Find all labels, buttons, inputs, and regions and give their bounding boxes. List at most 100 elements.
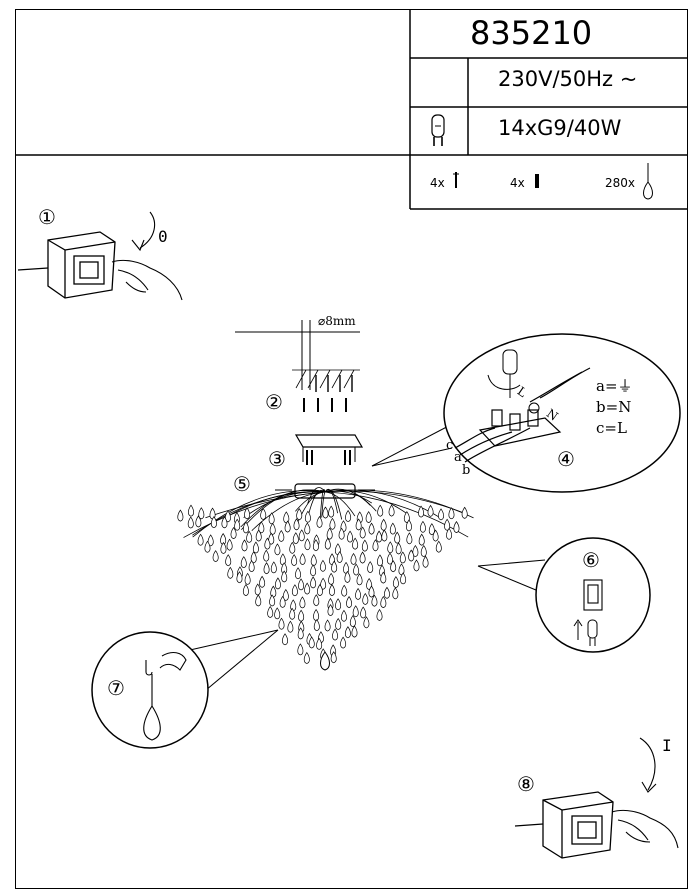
- crystal-drop: [418, 533, 425, 546]
- crystal-drop: [316, 584, 323, 596]
- crystal-drop: [274, 607, 281, 620]
- crystal-drop: [225, 554, 232, 567]
- crystal-drop: [327, 604, 334, 617]
- crystal-drop: [335, 598, 342, 611]
- step-2-number: ②: [265, 390, 283, 414]
- hand-icon: [611, 809, 679, 849]
- crystal-drop: [352, 605, 359, 618]
- crystal-drop: [438, 508, 444, 521]
- crystal-drop: [255, 594, 262, 607]
- crystal-drop: [260, 507, 267, 520]
- crystal-drop: [295, 567, 302, 580]
- crystal-drop: [356, 573, 363, 586]
- crystal-drop: [304, 538, 311, 551]
- crystal-drop: [355, 587, 362, 600]
- wall-plug-icon: [535, 174, 539, 188]
- crystal-drop: [332, 628, 339, 641]
- crystal-drop: [346, 596, 353, 608]
- wall-plug-qty: 4x: [510, 176, 525, 190]
- voltage-spec: 230V/50Hz ~: [498, 67, 638, 91]
- crystal-drop: [230, 526, 237, 539]
- crystal-drop: [400, 572, 407, 585]
- crystal-drop: [304, 510, 311, 523]
- crystal-drop: [351, 625, 358, 638]
- crystal-drop: [345, 509, 352, 522]
- crystal-drop: [270, 561, 277, 574]
- crystal-drop: [377, 504, 384, 517]
- crystal-drop: [188, 504, 194, 517]
- chandelier-arm: [192, 490, 326, 538]
- crystal-drop: [406, 532, 413, 545]
- crystal-drop: [399, 551, 406, 564]
- crystal-drop: [453, 521, 460, 533]
- crystal-drop: [372, 539, 379, 552]
- article-number: 835210: [470, 14, 593, 52]
- crystal-drop: [390, 560, 397, 573]
- crystal-drop: [380, 571, 387, 584]
- crystal-drop: [376, 608, 383, 621]
- crystal-drop: [258, 521, 265, 534]
- crystal-drop: [198, 507, 205, 520]
- instruction-sheet-frame: [15, 9, 688, 889]
- step-1-number: ①: [38, 205, 56, 229]
- chandelier-arm: [307, 487, 326, 504]
- crystal-drop: [304, 582, 311, 595]
- crystal-drop: [221, 516, 228, 529]
- crystal-drop: [361, 539, 368, 552]
- crystal-drop: [392, 576, 399, 589]
- switch-on-label: I: [662, 736, 672, 755]
- crystal-drop: [242, 521, 249, 534]
- wire-label-b: b: [462, 463, 471, 478]
- crystal-hang-icon: [143, 651, 187, 741]
- switch-off-label: 0: [158, 227, 168, 246]
- crystal-drop: [284, 520, 291, 533]
- crystal-drop: [269, 522, 276, 535]
- crystal-drop: [274, 543, 281, 556]
- crystal-drop: [255, 529, 262, 542]
- drill-diameter-label: ⌀8mm: [318, 314, 356, 328]
- crystal-drop: [435, 540, 442, 553]
- crystal-drop: [313, 619, 320, 632]
- crystal-drop: [350, 552, 357, 565]
- step-7-number: ⑦: [107, 676, 125, 700]
- crystal-drop: [340, 636, 347, 649]
- wiring-legend: a=⏚ b=N c=L: [596, 376, 633, 439]
- chandelier-arm: [241, 489, 326, 530]
- crystal-drop: [291, 584, 298, 597]
- crystal-drop: [376, 554, 383, 567]
- crystal-drop: [446, 527, 453, 540]
- chandelier-arm: [319, 489, 326, 523]
- crystal-drop: [242, 583, 249, 596]
- crystal-drop: [398, 563, 405, 576]
- crystal-drop: [220, 541, 227, 554]
- crystal-drop: [227, 566, 234, 579]
- step-5-number: ⑤: [233, 472, 251, 496]
- crystal-drop: [259, 575, 266, 588]
- crystal-drop: [340, 609, 347, 622]
- crystal-drop: [204, 540, 211, 553]
- crystal-drop: [366, 577, 373, 590]
- wall-plugs-row: [303, 398, 347, 412]
- crystal-drop: [383, 586, 390, 599]
- step-4-number: ④: [557, 447, 575, 471]
- crystal-drop: [234, 518, 241, 531]
- wire-label-a: a: [454, 450, 462, 465]
- crystal-drop: [263, 562, 270, 575]
- crystal-drop: [298, 578, 305, 591]
- crystal-drop: [299, 596, 306, 609]
- crystal-drop: [432, 529, 439, 542]
- crystal-drop: [368, 522, 375, 535]
- crystal-drop: [310, 576, 317, 589]
- crystal-drop: [292, 532, 299, 545]
- terminal-block-icon: [478, 409, 562, 447]
- crystal-drop: [324, 619, 331, 632]
- crystal-drop: [197, 533, 204, 546]
- crystal-drop: [355, 518, 362, 531]
- crystal-drop: [274, 577, 281, 590]
